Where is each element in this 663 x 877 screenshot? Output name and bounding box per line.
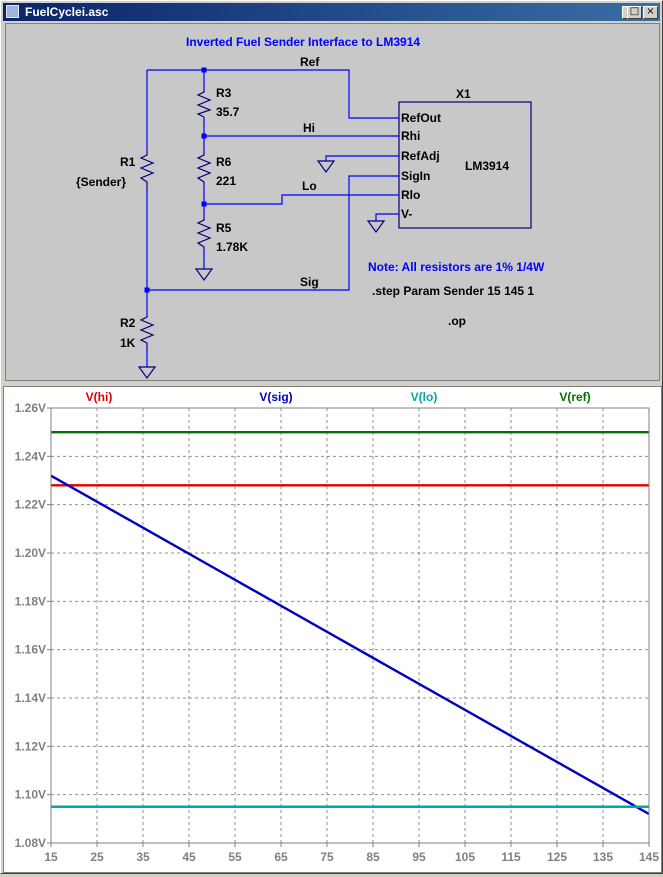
x-tick-label: 145 [639,850,659,864]
legend-entry: V(ref) [559,390,590,404]
r5-value: 1.78K [216,240,248,254]
x-tick-label: 75 [320,850,334,864]
schematic-canvas: Inverted Fuel Sender Interface to LM3914… [76,35,545,380]
ground-symbols [137,160,386,380]
y-tick-label: 1.22V [15,498,46,512]
net-label-hi: Hi [303,121,315,135]
r6-name: R6 [216,155,232,169]
r6-symbol [196,152,212,185]
y-tick-label: 1.20V [15,546,46,560]
pin-vminus: V- [401,207,412,221]
y-tick-label: 1.08V [15,836,46,850]
x-tick-label: 65 [274,850,288,864]
net-label-lo: Lo [302,179,317,193]
schematic-file-icon [6,5,19,18]
r5-symbol [196,217,212,250]
x1-name: X1 [456,87,471,101]
x-tick-label: 45 [182,850,196,864]
resistor-symbols [139,89,212,346]
plot-frame [50,407,650,844]
pin-refout: RefOut [401,111,441,125]
wires [146,69,399,367]
x-tick-label: 125 [547,850,567,864]
lm3914-symbol[interactable] [398,101,532,229]
op-directive: .op [448,314,466,328]
resistor-note: Note: All resistors are 1% 1/4W [368,260,545,274]
r3-symbol [196,89,212,118]
r2-name: R2 [120,316,136,330]
schematic-pane[interactable]: Inverted Fuel Sender Interface to LM3914… [5,23,660,381]
ground-icon [366,220,386,234]
r1-name: R1 [120,155,136,169]
ground-icon [316,160,336,174]
r6-value: 221 [216,174,236,188]
legend-entry: V(sig) [259,390,292,404]
plot-traces [50,430,650,816]
r3-value: 35.7 [216,105,240,119]
x-tick-label: 105 [455,850,475,864]
x-tick-label: 115 [501,850,521,864]
maximize-button[interactable]: □ [627,6,642,19]
trace-v-sig [50,474,650,816]
x-axis-ticks: 15 25 35 45 55 65 75 85 95 105 115 125 135 145 [44,843,659,864]
y-tick-label: 1.16V [15,643,46,657]
step-directive: .step Param Sender 15 145 1 [372,284,534,298]
pin-rlo: Rlo [401,188,420,202]
y-tick-label: 1.26V [15,401,46,415]
r1-value: {Sender} [76,175,126,189]
ground-icon [194,268,214,282]
net-label-sig: Sig [300,275,319,289]
y-tick-label: 1.24V [15,449,46,463]
junction-dots [144,67,207,293]
pin-refadj: RefAdj [401,149,440,163]
x-tick-label: 15 [44,850,58,864]
x-tick-label: 135 [593,850,613,864]
title-bar[interactable]: FuelCyclei.asc _ □ × [3,3,660,21]
y-tick-label: 1.12V [15,739,46,753]
r3-name: R3 [216,86,232,100]
schematic-title: Inverted Fuel Sender Interface to LM3914 [186,35,420,49]
x-tick-label: 95 [412,850,426,864]
r2-value: 1K [120,336,136,350]
legend-entry: V(hi) [86,390,113,404]
x-tick-label: 55 [228,850,242,864]
pane-splitter[interactable] [3,382,662,386]
plot-grid [51,408,649,843]
window-title: FuelCyclei.asc [25,5,109,19]
trace-legend: V(hi) V(sig) V(lo) V(ref) [86,390,591,404]
y-axis-ticks: 1.26V 1.24V 1.22V 1.20V 1.18V 1.16V 1.14V 1.12V… [15,401,51,850]
r2-symbol [139,314,155,346]
waveform-plot: V(hi)V(sig)V(lo)V(ref) 1.26V1.24V1.22V1.… [15,390,660,864]
x-tick-label: 35 [136,850,150,864]
y-tick-label: 1.14V [15,691,46,705]
x-tick-label: 85 [366,850,380,864]
y-tick-label: 1.18V [15,594,46,608]
ground-icon [137,366,157,380]
pin-rhi: Rhi [401,129,420,143]
y-tick-label: 1.10V [15,788,46,802]
close-button[interactable]: × [643,6,658,19]
x1-part: LM3914 [465,159,509,173]
pin-sigin: SigIn [401,169,430,183]
x-tick-label: 25 [90,850,104,864]
legend-entry: V(lo) [411,390,438,404]
r5-name: R5 [216,221,232,235]
r1-symbol [139,152,155,186]
net-label-ref: Ref [300,55,320,69]
